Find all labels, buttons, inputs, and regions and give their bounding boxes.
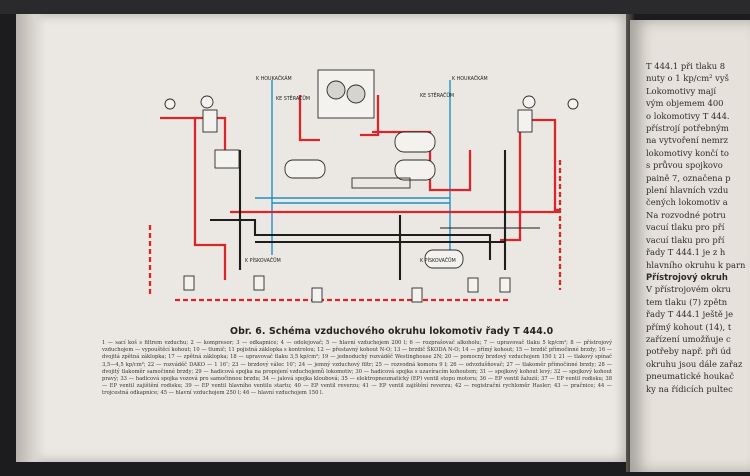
right-cab-brake-valve: [517, 109, 533, 133]
hose-coupling-right: [411, 287, 423, 303]
right-page-line-5: přístrojí potřebným: [646, 123, 729, 134]
brake-air-lines: [210, 150, 540, 280]
brake-cylinder-left-2: [253, 275, 265, 291]
label-k-houkackam-right: K HOUKAČKÁM: [452, 75, 488, 82]
small-valve-row: [351, 177, 411, 189]
right-page-line-2: Lokomotivy mají: [646, 85, 717, 96]
brake-cylinder-left-1: [183, 275, 195, 291]
right-page-line-1: nuty o 1 kp/cm² vyš: [646, 73, 729, 84]
main-reservoir-3: [394, 159, 436, 181]
main-line-compressor-loop: [298, 95, 380, 142]
right-page-line-16: hlavního okruhu k parn: [646, 259, 746, 270]
main-line-right-block: [500, 118, 560, 242]
hose-coupling-left: [311, 287, 323, 303]
right-page-line-11: čených lokomotiv a: [646, 197, 728, 208]
right-page-line-12: Na rozvodné potru: [646, 209, 726, 220]
right-page-line-b-6: okruhu jsou dále zařaz: [646, 358, 743, 369]
right-page-line-8: s průvou spojkovo: [646, 160, 723, 171]
right-page-line-4: o lokomotivy T 444.: [646, 110, 730, 121]
main-line-left-block: [160, 116, 227, 280]
left-cab-brake-valve: [202, 109, 218, 133]
left-page-curl: [16, 14, 46, 462]
right-page-line-7: lokomotivy končí to: [646, 147, 729, 158]
label-k-piskovacum-left: K PÍSKOVAČŮM: [245, 257, 281, 264]
right-page-line-b-1: tem tlaku (7) zpětn: [646, 296, 728, 307]
right-page-line-0: T 444.1 při tlaku 8: [646, 61, 726, 71]
right-page-line-b-4: zařízení umožňuje c: [646, 333, 731, 344]
brake-cylinder-right-1: [467, 277, 479, 293]
right-page-line-b-3: přímý kohout (14), t: [646, 321, 732, 332]
right-page-line-b-8: ky na řídicích pultec: [646, 383, 733, 394]
figure-caption: Obr. 6. Schéma vzduchového okruhu lokomo…: [102, 326, 612, 398]
right-page-line-15: řady T 444.1 je z h: [646, 247, 726, 258]
right-page-line-6: na vytvoření nemrz: [646, 135, 729, 146]
main-reservoir-1: [284, 159, 326, 179]
caption-legend: 1 — sací koš s filtrem vzduchu; 2 — komp…: [102, 340, 612, 397]
right-page-line-13: vacuí tlaku pro pří: [646, 222, 725, 233]
background-top: [0, 0, 750, 14]
right-page-heading: Přístrojový okruh: [646, 271, 728, 282]
right-page: [630, 20, 750, 472]
diagram-text-labels: K HOUKAČKÁM K HOUKAČKÁM KE STĚRAČŮM KE S…: [245, 75, 488, 264]
aux-air-lines: [255, 80, 451, 255]
right-page-line-b-7: pneumatické houkač: [646, 371, 735, 382]
right-pressure-gauge: [522, 95, 536, 109]
right-page-line-b-2: řady T 444.1 ještě je: [646, 309, 734, 320]
far-right-gauge: [567, 98, 579, 110]
label-ke-sterackum-right: KE STĚRAČŮM: [420, 91, 454, 99]
components: [164, 69, 579, 303]
compressor-cylinder-left: [326, 80, 346, 100]
right-page-line-b-0: V přístrojovém okru: [646, 284, 731, 295]
caption-title: Obr. 6. Schéma vzduchového okruhu lokomo…: [230, 326, 554, 337]
label-k-houkackam-left: K HOUKAČKÁM: [256, 75, 292, 82]
right-page-line-3: vým objemem 400: [646, 98, 724, 109]
compressor-block: [317, 69, 375, 119]
label-ke-sterackum-left: KE STĚRAČŮM: [276, 94, 310, 102]
right-page-line-9: paině 7, označena p: [646, 172, 731, 183]
left-distributor: [214, 149, 240, 169]
right-page-line-10: plení hlavních vzdu: [646, 185, 729, 196]
main-reservoir-2: [394, 131, 436, 153]
far-left-gauge: [164, 98, 176, 110]
label-k-piskovacum-right: K PÍSKOVAČŮM: [420, 257, 456, 264]
left-pressure-gauge: [200, 95, 214, 109]
aux-reservoir: [424, 249, 464, 269]
right-page-line-b-5: potřeby např. při úd: [646, 346, 732, 357]
brake-cylinder-right-2: [499, 277, 511, 293]
compressor-cylinder-right: [346, 84, 366, 104]
right-page-line-14: vacuí tlaku pro pří: [646, 234, 725, 245]
